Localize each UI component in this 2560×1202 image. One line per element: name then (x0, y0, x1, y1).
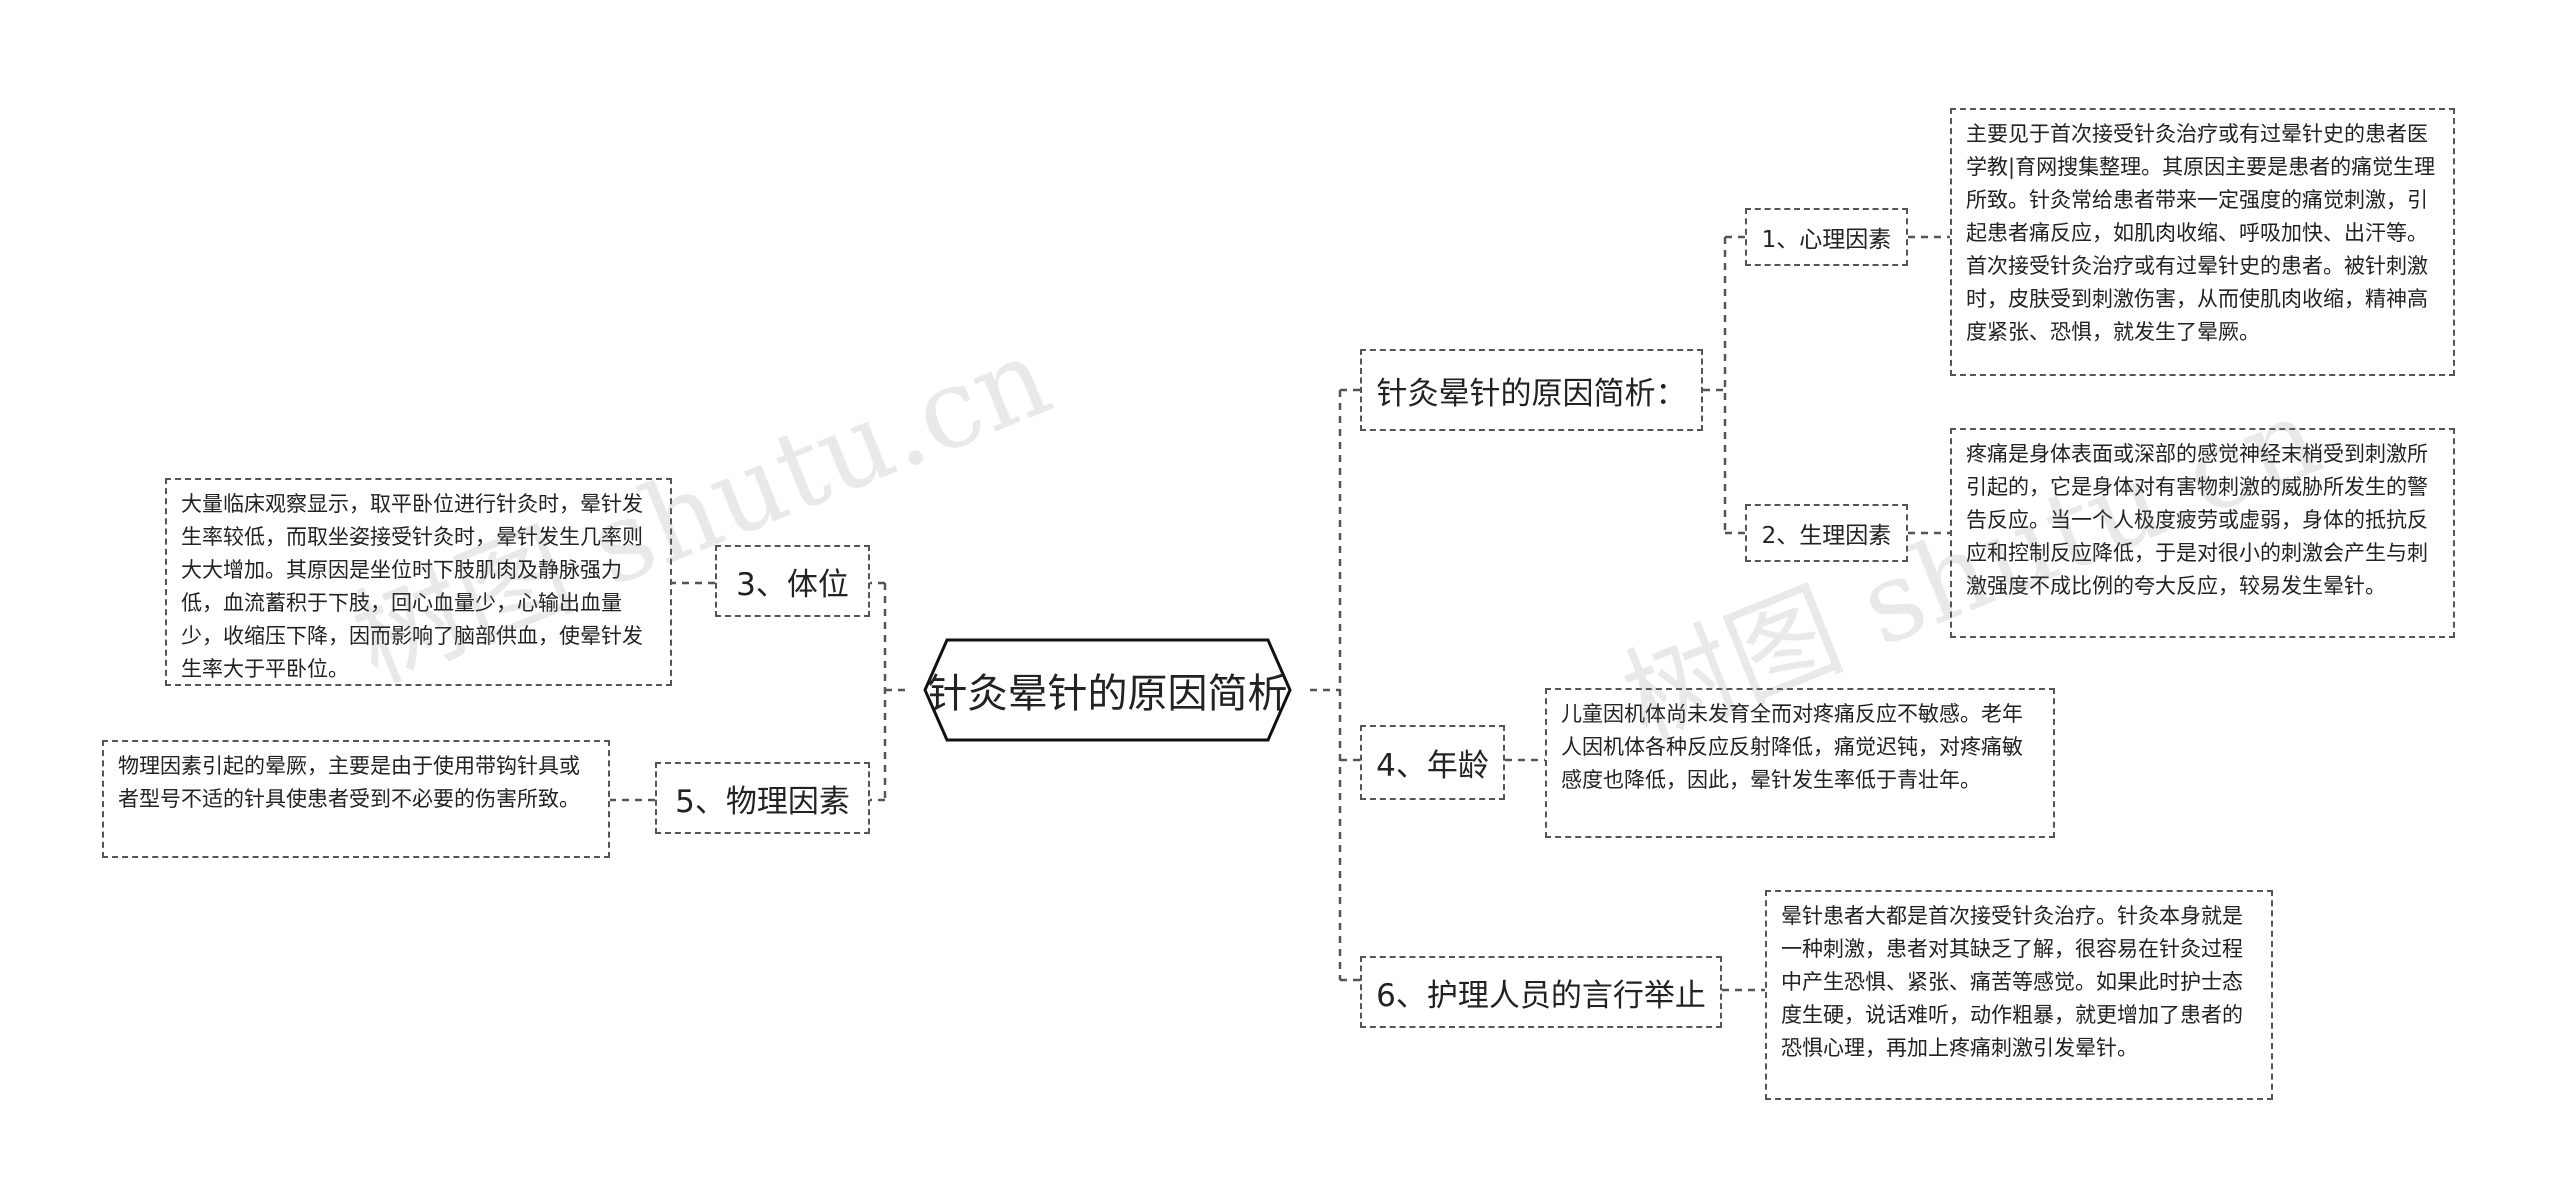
topic-age[interactable]: 4、年龄 (1360, 725, 1505, 800)
root-hexagon-shape (923, 638, 1292, 742)
note-nursing-text: 晕针患者大都是首次接受针灸治疗。针灸本身就是一种刺激，患者对其缺乏了解，很容易在… (1781, 904, 2243, 1060)
note-physical: 物理因素引起的晕厥，主要是由于使用带钩针具或者型号不适的针具使患者受到不必要的伤… (102, 740, 610, 858)
subtopic-physiology[interactable]: 2、生理因素 (1745, 504, 1908, 562)
subtopic-psychology-label: 1、心理因素 (1761, 227, 1892, 253)
note-physiology: 疼痛是身体表面或深部的感觉神经末梢受到刺激所引起的，它是身体对有害物刺激的威胁所… (1950, 428, 2455, 638)
topic-physical[interactable]: 5、物理因素 (655, 762, 870, 834)
topic-posture[interactable]: 3、体位 (715, 545, 870, 617)
note-age: 儿童因机体尚未发育全而对疼痛反应不敏感。老年人因机体各种反应反射降低，痛觉迟钝，… (1545, 688, 2055, 838)
topic-posture-label: 3、体位 (736, 566, 849, 603)
connector-causes-sub (1703, 235, 1745, 535)
topic-causes-label: 针灸晕针的原因简析： (1376, 375, 1687, 412)
topic-nursing[interactable]: 6、护理人员的言行举止 (1360, 956, 1722, 1028)
note-psychology-text: 主要见于首次接受针灸治疗或有过晕针史的患者医学教|育网搜集整理。其原因主要是患者… (1966, 122, 2436, 344)
root-topic-label: 针灸晕针的原因简析 (927, 671, 1288, 717)
topic-age-label: 4、年龄 (1376, 748, 1489, 784)
note-physical-text: 物理因素引起的晕厥，主要是由于使用带钩针具或者型号不适的针具使患者受到不必要的伤… (118, 754, 580, 811)
connector-root-right-spine (1310, 388, 1360, 982)
note-posture-text: 大量临床观察显示，取平卧位进行针灸时，晕针发生率较低，而取坐姿接受针灸时，晕针发… (181, 492, 643, 681)
note-nursing: 晕针患者大都是首次接受针灸治疗。针灸本身就是一种刺激，患者对其缺乏了解，很容易在… (1765, 890, 2273, 1100)
subtopic-psychology[interactable]: 1、心理因素 (1745, 208, 1908, 266)
subtopic-physiology-label: 2、生理因素 (1761, 523, 1892, 549)
note-physiology-text: 疼痛是身体表面或深部的感觉神经末梢受到刺激所引起的，它是身体对有害物刺激的威胁所… (1966, 442, 2428, 598)
connector-root-left-spine (870, 581, 905, 802)
note-posture: 大量临床观察显示，取平卧位进行针灸时，晕针发生率较低，而取坐姿接受针灸时，晕针发… (165, 478, 672, 686)
note-age-text: 儿童因机体尚未发育全而对疼痛反应不敏感。老年人因机体各种反应反射降低，痛觉迟钝，… (1561, 702, 2023, 792)
topic-causes[interactable]: 针灸晕针的原因简析： (1360, 349, 1703, 431)
topic-nursing-label: 6、护理人员的言行举止 (1376, 977, 1706, 1014)
root-topic[interactable]: 针灸晕针的原因简析 (905, 638, 1310, 742)
note-psychology: 主要见于首次接受针灸治疗或有过晕针史的患者医学教|育网搜集整理。其原因主要是患者… (1950, 108, 2455, 376)
topic-physical-label: 5、物理因素 (675, 783, 850, 820)
